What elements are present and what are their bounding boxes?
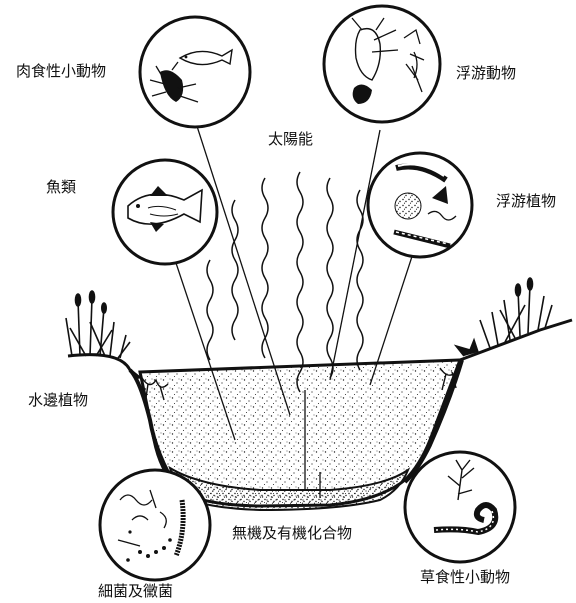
solar-rays [207,172,363,392]
label-bacteria: 細菌及黴菌 [98,584,173,599]
fish-circle [113,160,217,264]
label-compounds: 無機及有機化合物 [232,526,352,541]
left-reeds [66,291,130,358]
label-solar: 太陽能 [268,132,313,147]
label-phytoplankton: 浮游植物 [496,194,556,209]
phytoplankton-circle [368,153,472,257]
herbivores-circle [405,452,515,562]
label-carnivores: 肉食性小動物 [16,64,106,79]
bacteria-circle [100,470,210,580]
label-shore-plants: 水邊植物 [28,393,88,408]
zooplankton-circle [324,6,440,122]
label-zooplankton: 浮游動物 [456,66,516,81]
carnivores-circle [140,17,250,127]
label-fish: 魚類 [46,180,76,195]
label-herbivores: 草食性小動物 [420,570,510,585]
